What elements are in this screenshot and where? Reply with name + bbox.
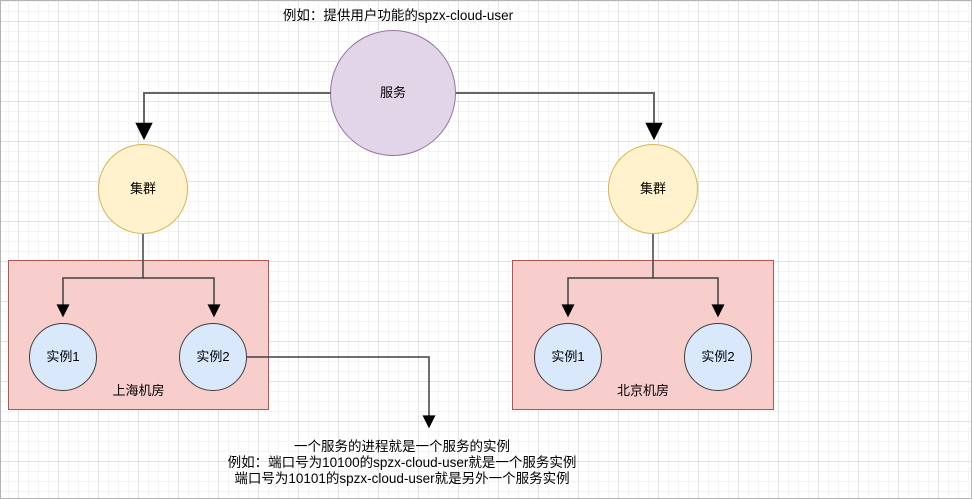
datacenter-label: 北京机房 xyxy=(616,383,670,398)
instance-label: 实例1 xyxy=(551,349,585,365)
connector-instance-to-note[interactable] xyxy=(247,356,429,426)
datacenter-label: 上海机房 xyxy=(112,383,165,398)
instance-node-shanghai-2[interactable]: 实例2 xyxy=(179,323,247,391)
cluster-node-left[interactable]: 集群 xyxy=(98,144,188,234)
cluster-node-right[interactable]: 集群 xyxy=(608,144,698,234)
cluster-label: 集群 xyxy=(639,181,666,197)
service-label: 服务 xyxy=(379,85,406,101)
bottom-note[interactable]: 一个服务的进程就是一个服务的实例 例如：端口号为10100的spzx-cloud… xyxy=(228,439,577,487)
bottom-note-line-3: 端口号为10101的spzx-cloud-user就是另外一个服务实例 xyxy=(234,471,570,486)
service-node[interactable]: 服务 xyxy=(330,30,456,156)
connector-service-to-cluster-left[interactable] xyxy=(144,92,331,137)
bottom-note-line-1: 一个服务的进程就是一个服务的实例 xyxy=(293,439,510,454)
instance-node-beijing-1[interactable]: 实例1 xyxy=(534,323,602,391)
instance-label: 实例1 xyxy=(46,349,80,365)
top-note[interactable]: 例如：提供用户功能的spzx-cloud-user xyxy=(282,8,514,23)
instance-node-shanghai-1[interactable]: 实例1 xyxy=(29,323,97,391)
cluster-label: 集群 xyxy=(129,181,156,197)
bottom-note-line-2: 例如：端口号为10100的spzx-cloud-user就是一个服务实例 xyxy=(227,455,577,470)
instance-node-beijing-2[interactable]: 实例2 xyxy=(684,323,752,391)
instance-label: 实例2 xyxy=(196,349,230,365)
instance-label: 实例2 xyxy=(701,349,735,365)
connector-service-to-cluster-right[interactable] xyxy=(456,92,654,137)
